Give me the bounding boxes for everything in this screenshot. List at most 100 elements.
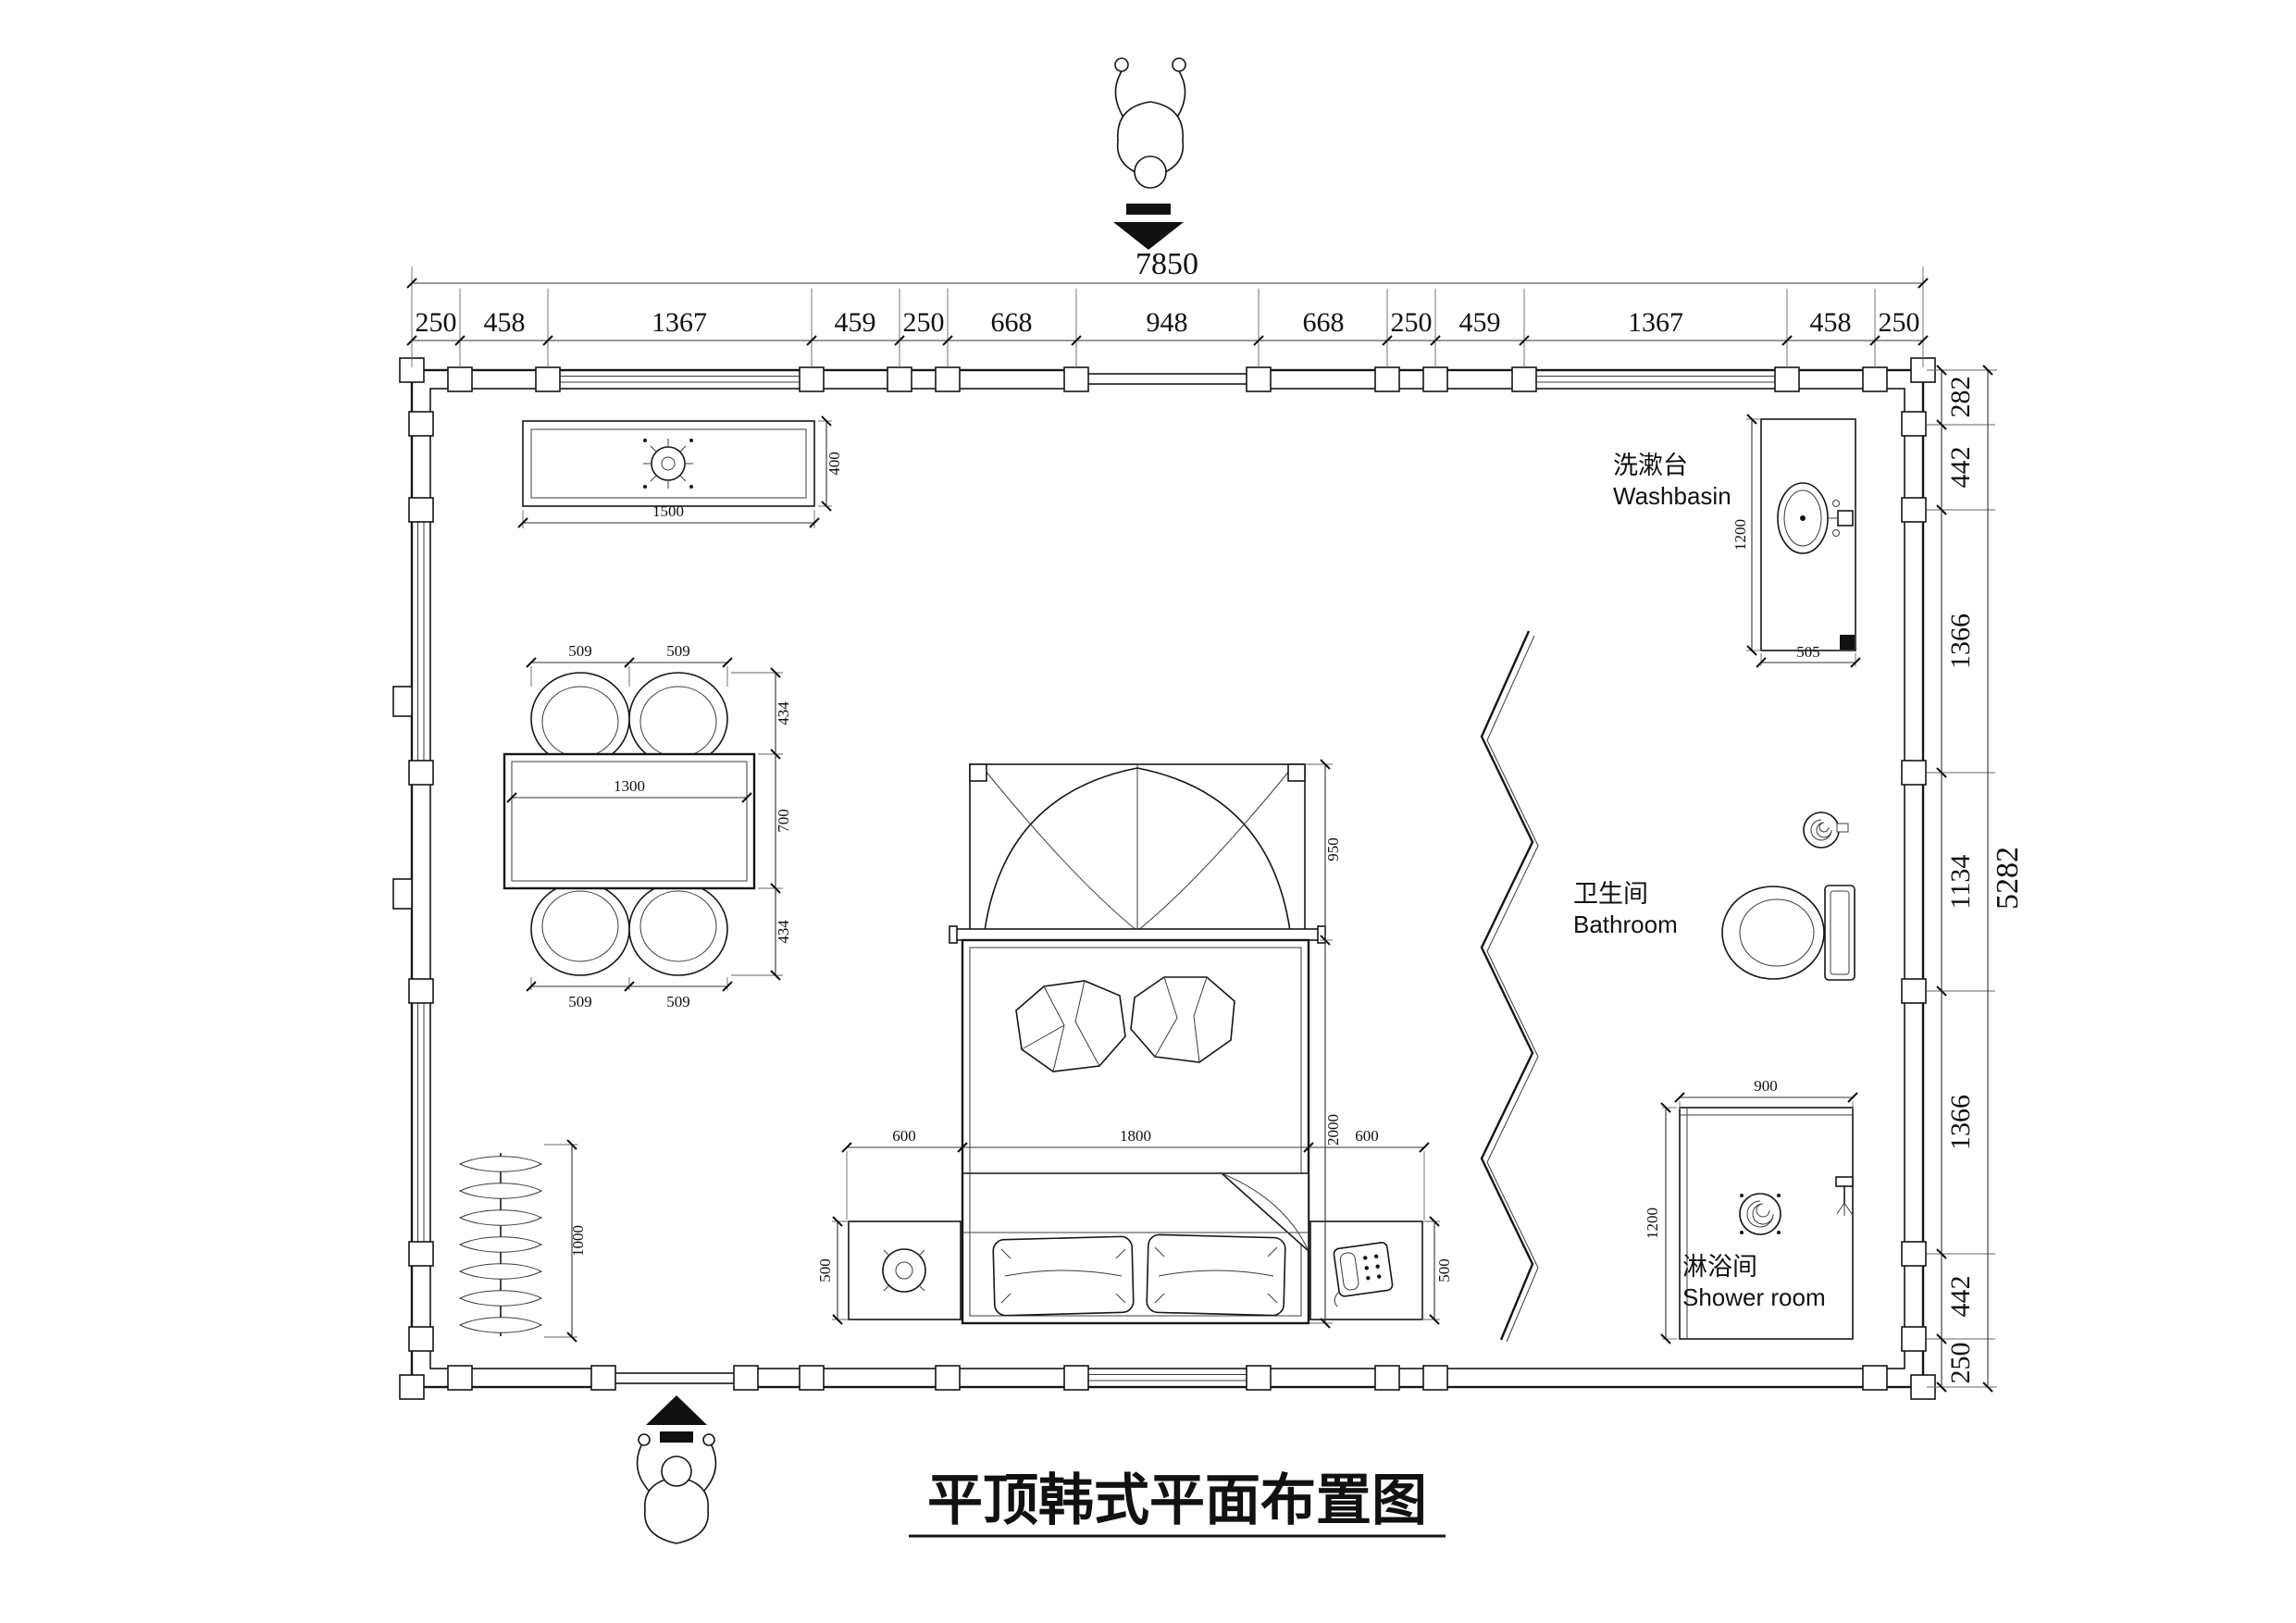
dim-label: 434 xyxy=(775,920,792,944)
coat-rack: 1000 xyxy=(458,1139,587,1343)
dim-label: 700 xyxy=(775,809,792,833)
person-body xyxy=(1116,101,1185,179)
top-dim-seg: 668 xyxy=(1303,307,1345,338)
table-lamp-icon xyxy=(882,1248,926,1293)
chair xyxy=(530,672,728,976)
page-title: 平顶韩式平面布置图 xyxy=(927,1469,1427,1531)
dim-label: 1500 xyxy=(652,502,684,520)
top-dim-seg: 250 xyxy=(416,307,457,338)
entry-person-top xyxy=(1114,57,1186,189)
canopy-bed: 950 2000 600 1800 600 500 500 xyxy=(816,759,1453,1329)
top-dim-seg: 459 xyxy=(835,307,876,338)
dining-set: 1300 509 509 509 509 434 700 434 xyxy=(503,642,792,1010)
dim-label: 900 xyxy=(1754,1077,1778,1095)
dim-label: 950 xyxy=(1324,837,1342,861)
dim-label: 500 xyxy=(816,1258,834,1282)
right-dimension-chain: 282 442 1366 1134 1366 442 250 5282 xyxy=(1927,365,2025,1393)
dim-label: 509 xyxy=(568,993,592,1010)
ceiling-lamp-icon xyxy=(643,439,693,489)
hand xyxy=(1114,57,1129,72)
dim-label: 434 xyxy=(775,701,792,725)
shower-head-icon xyxy=(1835,1176,1854,1216)
top-dim-seg: 459 xyxy=(1459,307,1501,338)
dim-label: 400 xyxy=(825,452,843,476)
entry-door-bottom xyxy=(603,1364,744,1390)
person-head xyxy=(661,1456,692,1487)
bed-pillows xyxy=(992,1233,1286,1317)
right-dim-seg: 1134 xyxy=(1945,855,1976,910)
nightstand-left xyxy=(848,1220,962,1320)
hand xyxy=(1172,57,1186,72)
shower-drain-icon xyxy=(1739,1193,1781,1235)
top-dim-seg: 668 xyxy=(991,307,1033,338)
nightstand-right xyxy=(1309,1220,1423,1320)
hanger-icon xyxy=(458,1156,543,1333)
dim-label: 1800 xyxy=(1120,1127,1151,1145)
right-dim-seg: 250 xyxy=(1945,1343,1976,1384)
dim-label: 1200 xyxy=(1644,1208,1661,1239)
dim-label: 600 xyxy=(892,1127,916,1145)
washbasin-counter xyxy=(1760,418,1856,651)
top-dim-seg: 948 xyxy=(1147,307,1188,338)
washbasin-area: 1200 505 xyxy=(1731,414,1861,668)
dim-label: 509 xyxy=(666,993,690,1010)
right-dim-total: 5282 xyxy=(1991,847,2025,910)
dim-label: 509 xyxy=(568,642,592,660)
telephone-icon xyxy=(1333,1242,1394,1307)
room-labels: 洗漱台 Washbasin 卫生间 Bathroom 淋浴间 Shower ro… xyxy=(1573,452,1826,1311)
dim-label: 505 xyxy=(1796,643,1820,661)
right-dim-seg: 1366 xyxy=(1945,613,1976,669)
column xyxy=(399,1374,425,1400)
partition-screen xyxy=(1480,630,1539,1343)
bathroom-label-en: Bathroom xyxy=(1573,911,1678,938)
blanket xyxy=(962,1172,1309,1253)
walls xyxy=(392,357,1936,1400)
washbasin-label-zh: 洗漱台 xyxy=(1613,452,1688,479)
entry-arrow-bottom-icon xyxy=(646,1395,707,1443)
entry-arrow-top-icon xyxy=(1113,204,1184,250)
plan-title: 平顶韩式平面布置图 xyxy=(909,1469,1446,1538)
top-dimension-chain: 7850 250 458 1367 459 250 668 948 668 25… xyxy=(406,247,1929,367)
ceiling-light: 1500 400 xyxy=(517,415,843,528)
faucet-icon xyxy=(1827,500,1854,537)
washbasin-label-en: Washbasin xyxy=(1613,482,1731,510)
dim-label: 2000 xyxy=(1324,1114,1342,1146)
top-dim-total: 7850 xyxy=(1136,247,1198,281)
bathroom-label-zh: 卫生间 xyxy=(1573,880,1648,908)
dim-label: 1300 xyxy=(614,777,645,795)
toilet-icon xyxy=(1721,885,1855,981)
top-dim-seg: 458 xyxy=(1810,307,1852,338)
top-dim-seg: 250 xyxy=(903,307,945,338)
person-head xyxy=(1134,155,1167,189)
dim-label: 1200 xyxy=(1731,519,1749,551)
hand xyxy=(638,1433,651,1446)
pilaster xyxy=(392,686,413,717)
top-dim-seg: 458 xyxy=(484,307,526,338)
floor-drain-icon xyxy=(1840,635,1855,650)
top-dim-seg: 1367 xyxy=(1628,307,1683,338)
top-dim-seg: 250 xyxy=(1879,307,1920,338)
hand xyxy=(702,1433,715,1446)
shower-label-en: Shower room xyxy=(1682,1283,1826,1311)
top-dim-seg: 1367 xyxy=(652,307,707,338)
toilet-paper-icon xyxy=(1803,812,1849,849)
toilet xyxy=(1721,812,1855,981)
shower-label-zh: 淋浴间 xyxy=(1682,1253,1757,1281)
dim-label: 500 xyxy=(1435,1258,1453,1282)
right-dim-seg: 442 xyxy=(1945,447,1976,489)
entry-person-bottom xyxy=(636,1433,717,1544)
shower-area: 900 1200 xyxy=(1644,1077,1858,1344)
bed-cushions xyxy=(1015,976,1235,1072)
dim-label: 1000 xyxy=(569,1225,587,1257)
person-body xyxy=(644,1476,709,1544)
pilaster xyxy=(392,878,413,910)
right-dim-seg: 1366 xyxy=(1945,1095,1976,1150)
top-dim-seg: 250 xyxy=(1391,307,1433,338)
dining-table xyxy=(503,752,756,890)
bed-canopy xyxy=(949,763,1326,944)
right-dim-seg: 442 xyxy=(1945,1276,1976,1318)
dim-label: 509 xyxy=(666,642,690,660)
entry-door-top xyxy=(1081,365,1257,392)
